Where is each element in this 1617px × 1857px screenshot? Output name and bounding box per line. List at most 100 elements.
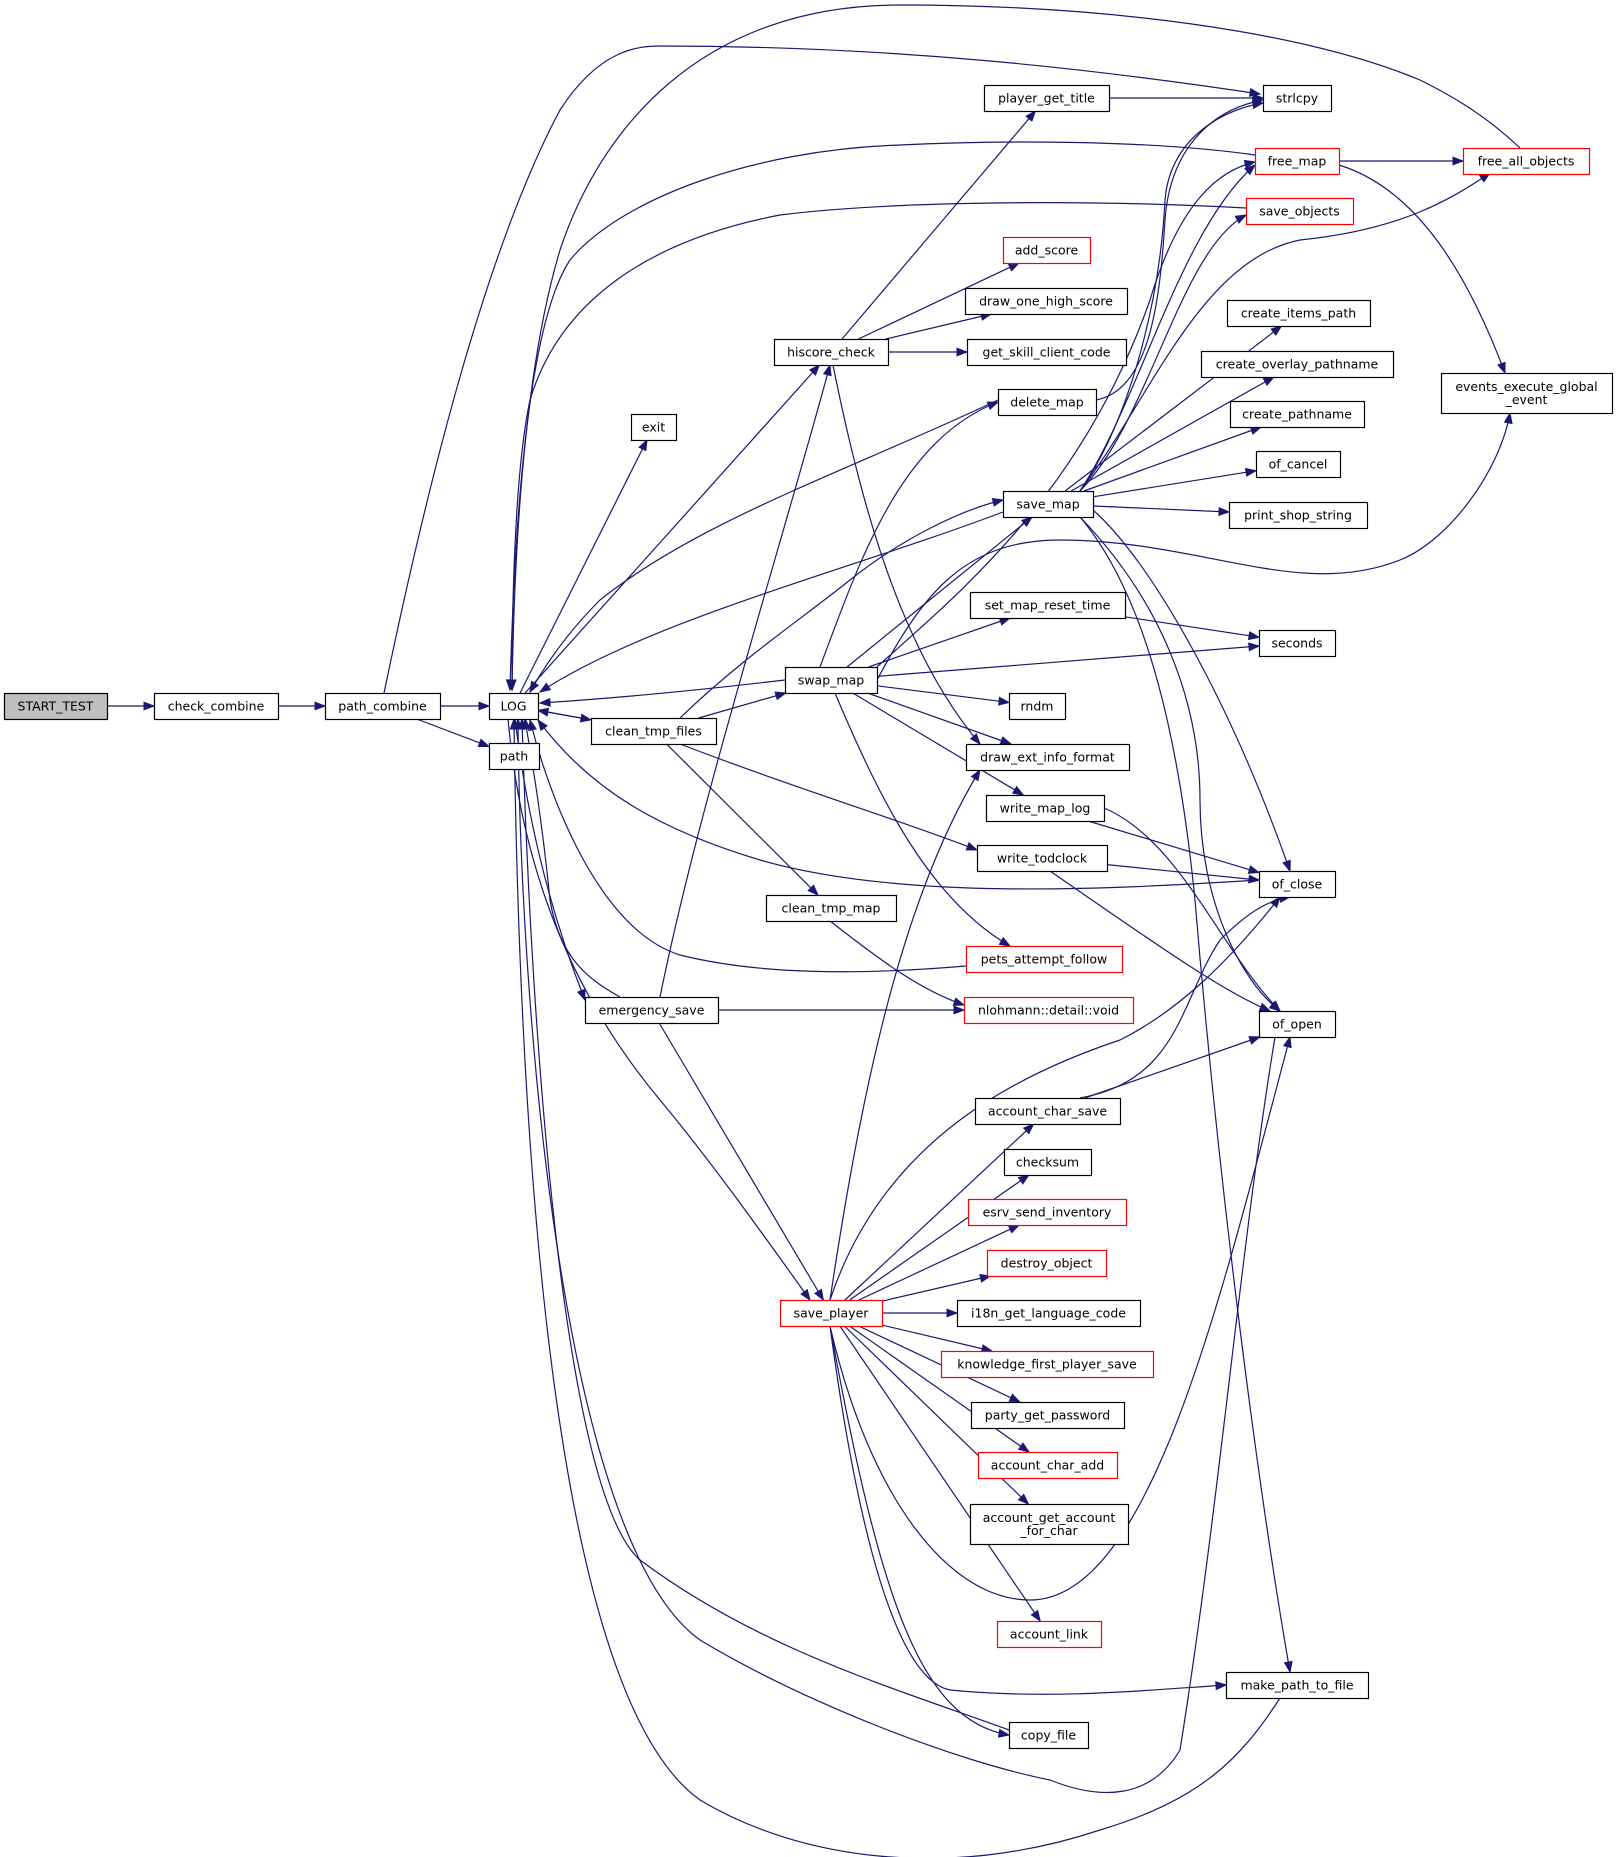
node-box (1258, 870, 1337, 899)
node-set-map-reset-time[interactable]: set_map_reset_time (969, 591, 1127, 620)
arrowhead-icon (1247, 631, 1261, 641)
node-i18n-get-language-code[interactable]: i18n_get_language_code (956, 1299, 1142, 1328)
edge-line (1079, 214, 1247, 492)
edge-delete-map-to-log (529, 399, 999, 694)
edge-line (841, 110, 1036, 340)
node-clean-tmp-files[interactable]: clean_tmp_files (590, 717, 718, 746)
node-create-pathname[interactable]: create_pathname (1229, 400, 1366, 429)
node-save-map[interactable]: save_map (1002, 490, 1095, 519)
node-emergency-save[interactable]: emergency_save (584, 996, 720, 1025)
node-strlcpy[interactable]: strlcpy (1262, 84, 1333, 113)
node-box (784, 666, 879, 695)
node-box (1255, 450, 1342, 479)
node-write-map-log[interactable]: write_map_log (985, 794, 1106, 823)
arrowhead-icon (576, 988, 586, 1002)
node-seconds[interactable]: seconds (1258, 629, 1337, 658)
node-of-cancel[interactable]: of_cancel (1255, 450, 1342, 479)
node-of-close[interactable]: of_close (1258, 870, 1337, 899)
node-write-todclock[interactable]: write_todclock (976, 844, 1109, 873)
node-create-items-path[interactable]: create_items_path (1226, 299, 1372, 328)
edge-free-map-to-events-execute-global-event (1338, 164, 1506, 375)
edge-clean-tmp-files-to-write-todclock (679, 743, 979, 851)
node-save-player[interactable]: save_player (779, 1299, 884, 1328)
node-box (488, 692, 540, 721)
node-delete-map[interactable]: delete_map (997, 388, 1098, 417)
node-check-combine[interactable]: check_combine (153, 692, 280, 721)
edge-clean-tmp-map-to-nlohmann-void (829, 920, 966, 1006)
arrowhead-icon (1215, 1681, 1228, 1691)
node-print-shop-string[interactable]: print_shop_string (1228, 501, 1369, 530)
node-nlohmann-void[interactable]: nlohmann::detail::void (963, 996, 1135, 1025)
edge-line (829, 1325, 1227, 1695)
node-label: hiscore_check (787, 345, 876, 360)
node-label: clean_tmp_files (605, 724, 702, 739)
node-create-overlay-pathname[interactable]: create_overlay_pathname (1200, 350, 1395, 379)
node-log[interactable]: LOG (488, 692, 540, 721)
node-account-get-account-for-char[interactable]: account_get_account_for_char (969, 1503, 1130, 1546)
node-checksum[interactable]: checksum (1003, 1148, 1093, 1177)
node-rndm[interactable]: rndm (1008, 692, 1067, 721)
edge-hiscore-check-to-get-skill-client-code (888, 347, 969, 357)
node-label: check_combine (168, 699, 265, 714)
node-clean-tmp-map[interactable]: clean_tmp_map (765, 894, 898, 923)
node-draw-ext-info-format[interactable]: draw_ext_info_format (965, 743, 1131, 772)
node-player-get-title[interactable]: player_get_title (983, 84, 1111, 113)
node-events-execute-global-event[interactable]: events_execute_global_event (1440, 372, 1614, 415)
node-exit[interactable]: exit (630, 413, 678, 442)
node-box (956, 1299, 1142, 1328)
edge-clean-tmp-files-to-save-map (679, 497, 1005, 719)
node-box (977, 1451, 1119, 1480)
node-box (985, 794, 1106, 823)
node-account-link[interactable]: account_link (996, 1620, 1103, 1649)
node-account-char-save[interactable]: account_char_save (974, 1097, 1122, 1126)
node-pets-attempt-follow[interactable]: pets_attempt_follow (965, 945, 1124, 974)
arrowhead-icon (1007, 262, 1021, 272)
edge-line (1092, 509, 1291, 872)
arrowhead-icon (1283, 1660, 1293, 1674)
node-start-test[interactable]: START_TEST (3, 692, 109, 721)
node-save-objects[interactable]: save_objects (1245, 197, 1355, 226)
node-add-score[interactable]: add_score (1002, 236, 1092, 265)
edge-write-map-log-to-of-close (1087, 820, 1261, 874)
node-free-map[interactable]: free_map (1254, 147, 1341, 176)
edge-path-combine-to-path (416, 718, 491, 748)
edge-hiscore-check-to-draw-one-high-score (885, 312, 993, 340)
edge-write-todclock-to-of-close (1106, 864, 1261, 884)
node-box (1229, 400, 1366, 429)
node-label: swap_map (798, 673, 864, 688)
edge-player-get-title-to-strlcpy (1109, 93, 1265, 103)
node-make-path-to-file[interactable]: make_path_to_file (1225, 1671, 1370, 1700)
node-label: of_close (1272, 877, 1323, 892)
node-draw-one-high-score[interactable]: draw_one_high_score (964, 287, 1129, 316)
edge-write-map-log-to-of-open (1103, 807, 1281, 1013)
edge-line (521, 718, 1010, 1731)
node-destroy-object[interactable]: destroy_object (986, 1249, 1108, 1278)
node-of-open[interactable]: of_open (1258, 1010, 1337, 1039)
node-account-char-add[interactable]: account_char_add (977, 1451, 1119, 1480)
edge-free-map-to-log (505, 141, 1256, 692)
node-label: path_combine (338, 699, 427, 714)
node-get-skill-client-code[interactable]: get_skill_client_code (966, 338, 1128, 367)
node-label: add_score (1015, 243, 1079, 258)
node-label: checksum (1016, 1155, 1079, 1170)
node-box (970, 1401, 1126, 1430)
node-party-get-password[interactable]: party_get_password (970, 1401, 1126, 1430)
edge-line (829, 920, 965, 1006)
node-label: create_overlay_pathname (1216, 357, 1379, 372)
node-knowledge-first-player-save[interactable]: knowledge_first_player_save (940, 1350, 1155, 1379)
edge-line (858, 262, 1020, 340)
node-copy-file[interactable]: copy_file (1008, 1721, 1090, 1750)
node-path[interactable]: path (488, 742, 541, 771)
node-swap-map[interactable]: swap_map (784, 666, 879, 695)
node-path-combine[interactable]: path_combine (324, 692, 442, 721)
arrowhead-icon (1030, 1609, 1041, 1623)
edge-line (1079, 172, 1491, 492)
edge-line (519, 439, 648, 694)
node-hiscore-check[interactable]: hiscore_check (773, 338, 890, 367)
node-free-all-objects[interactable]: free_all_objects (1462, 147, 1591, 176)
arrowhead-icon (536, 707, 550, 717)
node-esrv-send-inventory[interactable]: esrv_send_inventory (967, 1198, 1128, 1227)
arrowhead-icon (538, 682, 552, 693)
node-label: save_player (794, 1306, 870, 1321)
